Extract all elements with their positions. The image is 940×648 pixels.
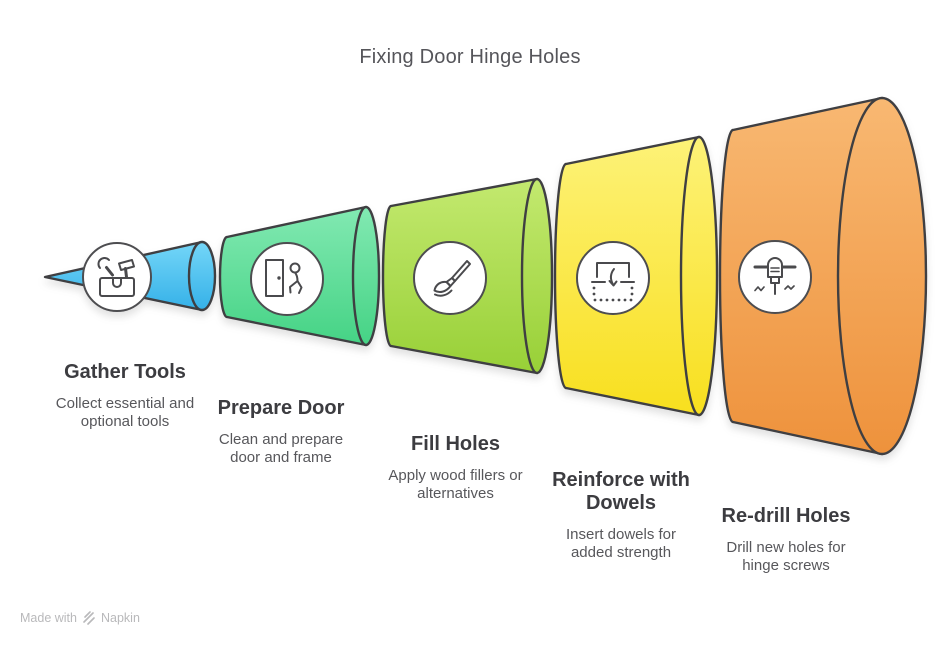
step-label-fill-holes: Fill Holes Apply wood fillers or alterna… [368, 433, 543, 503]
step-title: Gather Tools [64, 361, 186, 383]
napkin-logo-icon [83, 611, 95, 625]
step-description: Insert dowels for added strength [565, 526, 677, 561]
funnel-segment-redrill-holes [718, 96, 928, 456]
funnel-segment-reinforce-dowels [553, 135, 719, 417]
brand-text: Napkin [100, 611, 140, 625]
step-title: Re-drill Holes [721, 505, 851, 527]
step-title: Prepare Door [217, 397, 345, 419]
step-title: Reinforce with Dowels [552, 469, 690, 514]
step-icon-badge [576, 241, 650, 315]
step-icon-badge [250, 242, 324, 316]
step-label-prepare-door: Prepare Door Clean and prepare door and … [206, 397, 356, 467]
step-label-gather-tools: Gather Tools Collect essential and optio… [40, 361, 210, 431]
step-description: Collect essential and optional tools [55, 395, 195, 430]
funnel-segment-fill-holes [381, 177, 554, 375]
jackhammer-icon [753, 257, 797, 295]
step-title: Fill Holes [411, 433, 500, 455]
napkin-watermark: Made with Napkin [20, 611, 140, 625]
step-description: Apply wood fillers or alternatives [388, 467, 523, 502]
toolbox-icon [97, 257, 135, 297]
made-with-text: Made with [20, 611, 77, 625]
paintbrush-icon [433, 260, 471, 297]
step-description: Drill new holes for hinge screws [726, 539, 846, 574]
dowel-insert-icon [591, 262, 635, 302]
funnel-segment-prepare-door [218, 205, 381, 347]
door-person-icon [265, 259, 303, 297]
step-label-redrill-holes: Re-drill Holes Drill new holes for hinge… [708, 505, 864, 575]
step-description: Clean and prepare door and frame [218, 431, 344, 466]
step-icon-badge [413, 241, 487, 315]
funnel-segment-gather-tools [43, 240, 217, 312]
step-label-reinforce-dowels: Reinforce with Dowels Insert dowels for … [541, 469, 701, 562]
diagram-title: Fixing Door Hinge Holes [359, 46, 581, 68]
